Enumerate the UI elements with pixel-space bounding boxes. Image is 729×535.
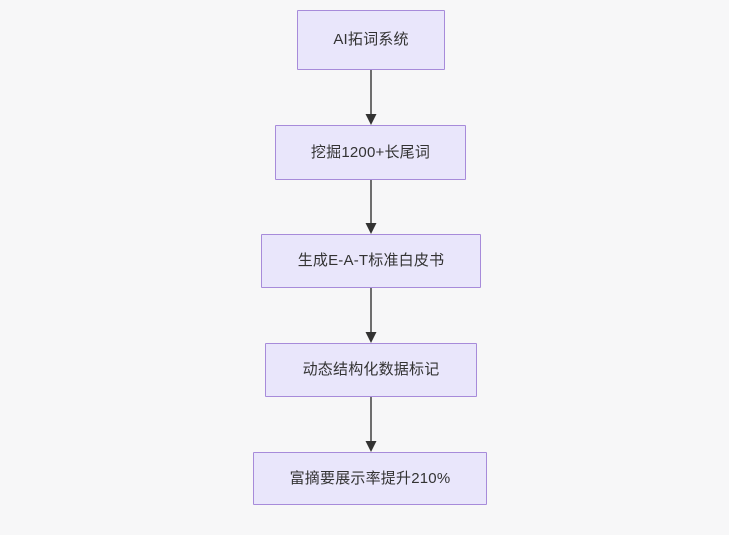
node-label: 生成E-A-T标准白皮书 [297,252,445,269]
arrowhead-icon [365,223,377,234]
arrowhead-icon [365,332,377,343]
edge-arrow-3 [361,288,381,343]
edge-arrow-2 [361,180,381,234]
flowchart-node-mine-longtail-keywords[interactable]: 挖掘1200+长尾词 [275,125,466,180]
node-label: 富摘要展示率提升210% [289,469,451,487]
edge-arrow-1 [361,70,381,125]
flowchart-node-dynamic-structured-data-markup[interactable]: 动态结构化数据标记 [265,343,477,397]
node-label: 动态结构化数据标记 [302,361,440,378]
flowchart-node-generate-eat-whitepaper[interactable]: 生成E-A-T标准白皮书 [261,234,481,288]
flowchart-node-rich-snippet-rate-increase[interactable]: 富摘要展示率提升210% [253,452,487,505]
arrowhead-icon [365,114,377,125]
arrowhead-icon [365,441,377,452]
node-label: 挖掘1200+长尾词 [310,143,431,161]
node-label: AI拓词系统 [333,31,409,48]
edge-arrow-4 [361,397,381,452]
flowchart-node-ai-keyword-system[interactable]: AI拓词系统 [297,10,445,70]
